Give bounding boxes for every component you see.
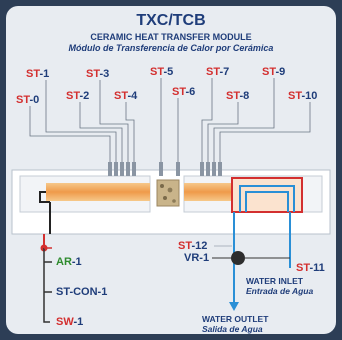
ceramic-sample <box>156 179 180 207</box>
valve-vr1 <box>231 251 245 265</box>
control-label-sw1: SW-1 <box>56 316 84 328</box>
module-subtitle-en: CERAMIC HEAT TRANSFER MODULE <box>90 32 252 42</box>
sensor-label-st8: ST-8 <box>226 90 250 102</box>
water-inlet-label-es: Entrada de Agua <box>246 286 314 296</box>
rod-right <box>184 183 244 201</box>
water-inlet-label: WATER INLET <box>246 276 303 286</box>
water-outlet-label-es: Salida de Agua <box>202 324 263 334</box>
sensor-label-st9: ST-9 <box>262 66 286 78</box>
sensor-label-st5: ST-5 <box>150 66 174 78</box>
control-label-stcon1: ST-CON-1 <box>56 286 108 298</box>
sensor-label-st11: ST-11 <box>296 262 325 274</box>
sensor-label-st7: ST-7 <box>206 66 230 78</box>
sensor-label-st12: ST-12 <box>178 240 208 252</box>
sensor-label-st0: ST-0 <box>16 94 40 106</box>
heater-lead <box>39 191 50 203</box>
module-title: TXC/TCB <box>136 12 206 29</box>
water-outlet-label: WATER OUTLET <box>202 314 269 324</box>
sensor-label-st6: ST-6 <box>172 86 196 98</box>
control-label-ar1: AR-1 <box>56 256 82 268</box>
sensor-label-st2: ST-2 <box>66 90 90 102</box>
module-subtitle-es: Módulo de Transferencia de Calor por Cer… <box>68 43 274 53</box>
heater-rod-left <box>46 183 150 201</box>
schematic-drawing <box>11 78 331 323</box>
sensor-label-st10: ST-10 <box>288 90 318 102</box>
sensor-label-st3: ST-3 <box>86 68 110 80</box>
sensor-label-st1: ST-1 <box>26 68 50 80</box>
water-jacket <box>231 177 303 213</box>
sensor-label-st4: ST-4 <box>114 90 138 102</box>
diagram-panel: TXC/TCB CERAMIC HEAT TRANSFER MODULE Mód… <box>6 6 336 334</box>
valve-label-vr1: VR-1 <box>184 252 210 264</box>
